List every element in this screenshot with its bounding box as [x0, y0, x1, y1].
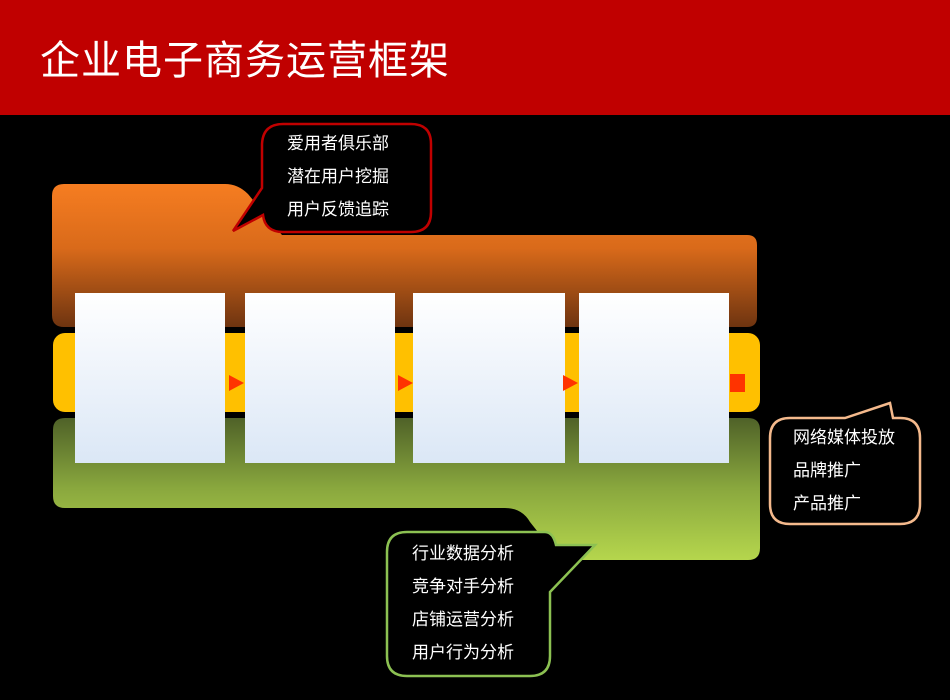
header-bar: 企业电子商务运营框架 [0, 0, 950, 115]
process-box-1 [75, 293, 225, 463]
callout-item: 店铺运营分析 [412, 610, 514, 630]
callout-user-bubble [231, 122, 433, 234]
end-square-icon [730, 374, 745, 392]
callout-item: 用户行为分析 [412, 643, 514, 663]
process-boxes [75, 293, 729, 463]
arrow-icon [563, 375, 578, 391]
process-box-2 [245, 293, 395, 463]
callout-item: 潜在用户挖掘 [287, 167, 389, 187]
callout-item: 品牌推广 [793, 461, 861, 481]
callout-item: 行业数据分析 [412, 544, 514, 564]
callout-item: 用户反馈追踪 [287, 200, 389, 220]
callout-item: 爱用者俱乐部 [287, 134, 389, 154]
callout-item: 竞争对手分析 [412, 577, 514, 597]
orange-band [52, 184, 757, 327]
callout-analysis: 行业数据分析 竞争对手分析 店铺运营分析 用户行为分析 [412, 538, 514, 670]
process-box-3 [413, 293, 565, 463]
callout-promotion-bubble [768, 401, 922, 526]
process-box-4 [579, 293, 729, 463]
arrow-icon [398, 375, 413, 391]
arrow-icon [229, 375, 244, 391]
page-title: 企业电子商务运营框架 [40, 38, 450, 84]
callout-item: 产品推广 [793, 494, 861, 514]
callout-item: 网络媒体投放 [793, 428, 895, 448]
callout-promotion: 网络媒体投放 品牌推广 产品推广 [793, 422, 895, 521]
callout-analysis-bubble [385, 530, 598, 678]
callout-user: 爱用者俱乐部 潜在用户挖掘 用户反馈追踪 [287, 128, 389, 227]
